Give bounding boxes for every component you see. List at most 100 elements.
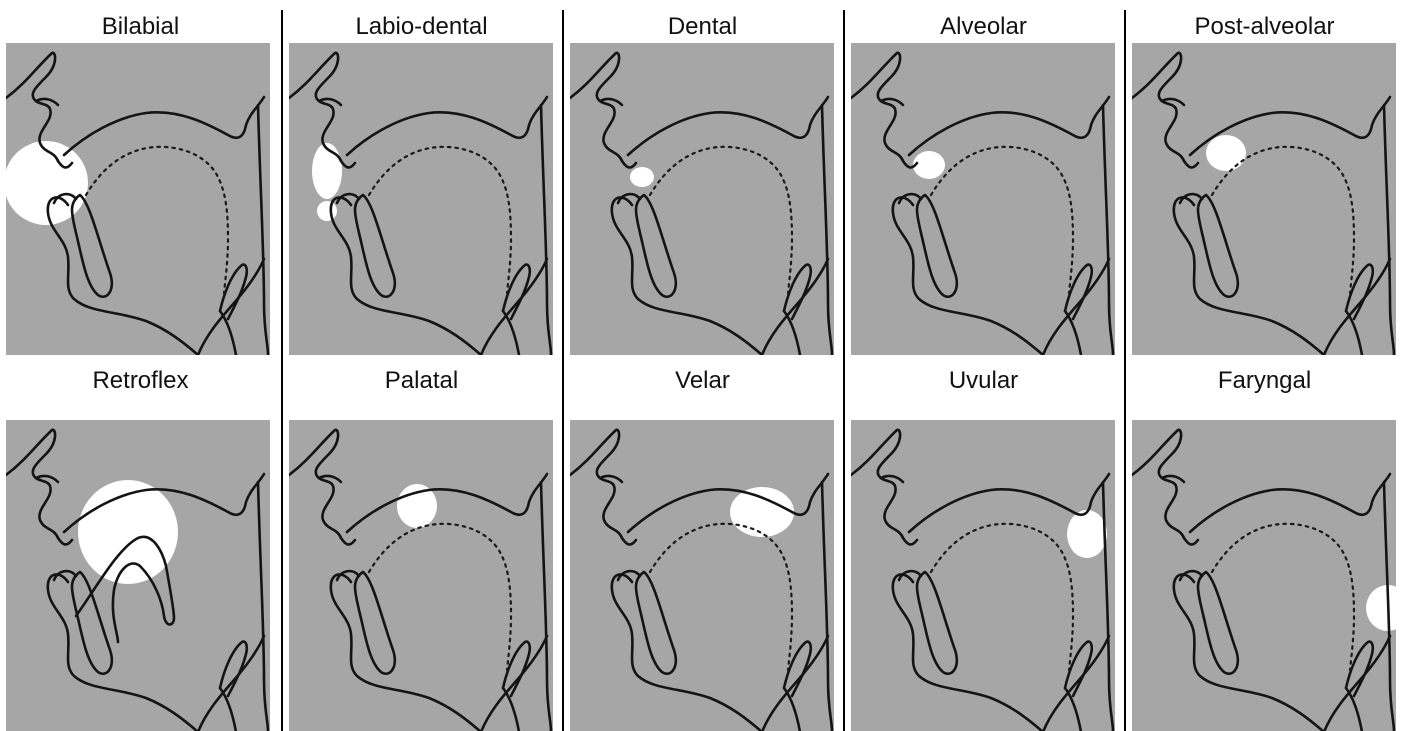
column-divider [1124,10,1126,358]
neck-back-outline [198,636,264,731]
articulation-highlight [1366,585,1396,631]
vocal-tract-panel [6,420,270,731]
upper-lip-outline [1184,161,1198,167]
tongue-surface-dotted [650,524,792,670]
lower-jaw-outline [48,197,198,355]
diagram-cell-alveolar: Alveolar [843,0,1124,358]
tongue-body-outline [1198,195,1238,297]
pharynx-right-outline [1103,105,1113,355]
articulation-highlight [1206,135,1246,171]
vocal-tract-diagram [851,43,1115,355]
diagram-label: Velar [562,367,843,395]
upper-lip-outline [58,538,72,544]
diagram-label: Dental [562,13,843,41]
diagram-label: Bilabial [0,13,281,41]
lower-jaw-outline [612,197,762,355]
tongue-surface-dotted [369,147,511,293]
tongue-surface-dotted [86,147,228,293]
vocal-tract-diagram [6,43,270,355]
diagram-cell-palatal: Palatal [281,358,562,731]
neck-back-outline [1324,259,1390,355]
face-upper-outline [851,430,903,538]
face-upper-outline [1132,430,1184,538]
lower-jaw-outline [331,197,481,355]
lower-jaw-outline [331,574,481,731]
neck-back-outline [481,259,547,355]
tongue-surface-dotted [1212,524,1354,670]
vocal-tract-diagram [6,420,270,731]
face-upper-outline [1132,53,1184,161]
articulation-highlight [317,201,337,221]
vocal-tract-panel [851,420,1115,731]
pharynx-right-outline [541,482,551,731]
palate-outline [1190,474,1390,532]
tongue-surface-dotted [369,524,511,670]
upper-lip-outline [903,538,917,544]
vocal-tract-diagram [289,43,553,355]
diagram-label: Uvular [843,367,1124,395]
upper-lip-outline [622,538,636,544]
diagram-cell-velar: Velar [562,358,843,731]
articulation-highlight [312,143,342,199]
vocal-tract-panel [6,43,270,355]
vocal-tract-panel [289,43,553,355]
tongue-body-outline [917,195,957,297]
upper-lip-outline [341,538,355,544]
column-divider [1124,358,1126,731]
articulation-highlight [730,487,794,537]
pharynx-right-outline [1103,482,1113,731]
tongue-body-outline [636,572,676,674]
lower-jaw-outline [1174,574,1324,731]
lower-jaw-outline [48,574,198,731]
diagram-cell-dental: Dental [562,0,843,358]
vocal-tract-panel [570,43,834,355]
tongue-body-outline [355,572,395,674]
neck-back-outline [762,259,828,355]
palate-outline [628,474,828,532]
column-divider [562,10,564,358]
lower-jaw-outline [893,574,1043,731]
neck-back-outline [1043,636,1109,731]
vocal-tract-panel [851,43,1115,355]
lower-jaw-outline [612,574,762,731]
lower-jaw-outline [1174,197,1324,355]
column-divider [281,358,283,731]
diagram-cell-post-alveolar: Post-alveolar [1124,0,1405,358]
articulation-highlight [913,151,945,179]
face-upper-outline [289,430,341,538]
tongue-body-outline [355,195,395,297]
diagram-label: Post-alveolar [1124,13,1405,41]
articulation-highlight [630,167,654,187]
pharynx-right-outline [1384,105,1394,355]
column-divider [843,358,845,731]
face-upper-outline [6,430,58,538]
tongue-body-outline [72,572,112,674]
vocal-tract-panel [1132,43,1396,355]
diagram-cell-faryngal: Faryngal [1124,358,1405,731]
neck-back-outline [1043,259,1109,355]
neck-back-outline [198,259,264,355]
pharynx-right-outline [258,482,268,731]
diagram-cell-uvular: Uvular [843,358,1124,731]
tongue-body-outline [1198,572,1238,674]
articulation-highlight [46,159,66,179]
diagram-cell-bilabial: Bilabial [0,0,281,358]
diagram-label: Labio-dental [281,13,562,41]
pharynx-right-outline [822,482,832,731]
face-upper-outline [289,53,341,161]
column-divider [843,10,845,358]
diagram-cell-retroflex: Retroflex [0,358,281,731]
vocal-tract-panel [570,420,834,731]
vocal-tract-panel [289,420,553,731]
face-upper-outline [570,53,622,161]
palate-outline [909,97,1109,155]
lower-jaw-outline [893,197,1043,355]
palate-outline [347,474,547,532]
diagram-label: Palatal [281,367,562,395]
vocal-tract-diagram [570,420,834,731]
face-upper-outline [570,430,622,538]
neck-back-outline [762,636,828,731]
upper-lip-outline [341,161,355,167]
vocal-tract-diagram [289,420,553,731]
